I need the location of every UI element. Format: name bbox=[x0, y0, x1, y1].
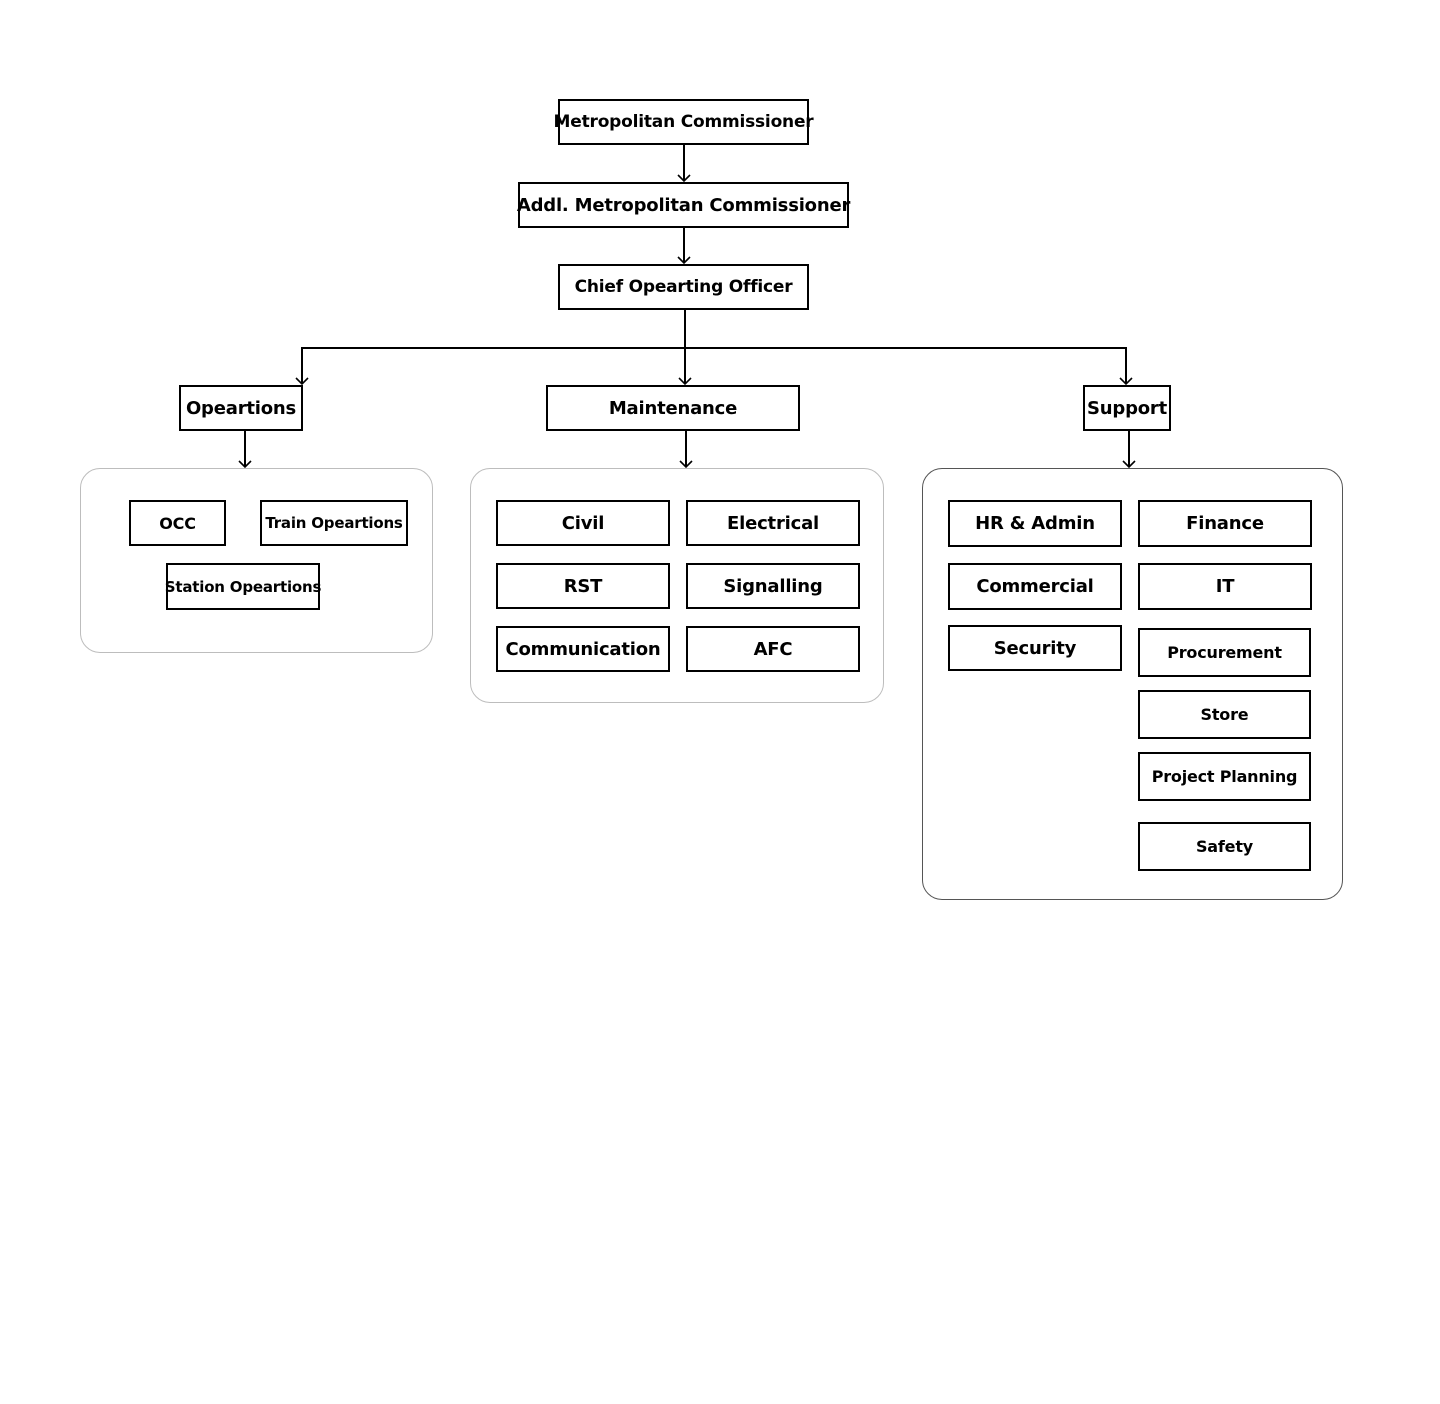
rst-box: RST bbox=[496, 563, 670, 609]
communication-box: Communication bbox=[496, 626, 670, 672]
safety-box: Safety bbox=[1138, 822, 1311, 871]
afc-box: AFC bbox=[686, 626, 860, 672]
operations-group bbox=[80, 468, 433, 653]
procurement-box: Procurement bbox=[1138, 628, 1311, 677]
security-box: Security bbox=[948, 625, 1122, 671]
train-operations-box: Train Opeartions bbox=[260, 500, 408, 546]
civil-box: Civil bbox=[496, 500, 670, 546]
addl-metropolitan-commissioner-box: Addl. Metropolitan Commissioner bbox=[517, 182, 850, 228]
maintenance-box: Maintenance bbox=[546, 385, 800, 431]
metropolitan-commissioner-box: Metropolitan Commissioner bbox=[554, 99, 814, 145]
hr-admin-box: HR & Admin bbox=[948, 500, 1122, 547]
commercial-box: Commercial bbox=[948, 563, 1122, 610]
chief-operating-officer-box: Chief Opearting Officer bbox=[558, 264, 809, 310]
store-box: Store bbox=[1138, 690, 1311, 739]
operations-box: Opeartions bbox=[179, 385, 303, 431]
it-box: IT bbox=[1138, 563, 1312, 610]
electrical-box: Electrical bbox=[686, 500, 860, 546]
support-box: Support bbox=[1083, 385, 1171, 431]
occ-box: OCC bbox=[129, 500, 226, 546]
station-operations-box: Station Opeartions bbox=[165, 563, 321, 610]
finance-box: Finance bbox=[1138, 500, 1312, 547]
project-planning-box: Project Planning bbox=[1138, 752, 1311, 801]
signalling-box: Signalling bbox=[686, 563, 860, 609]
